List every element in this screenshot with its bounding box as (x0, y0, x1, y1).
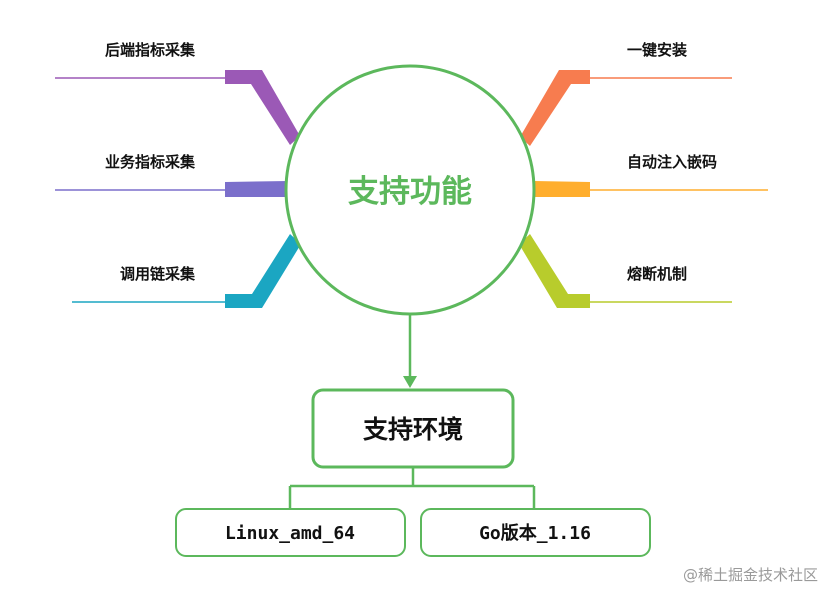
branch-left-1-label: 后端指标采集 (105, 41, 196, 59)
branch-left-3: 调用链采集 (72, 234, 301, 308)
branch-left-3-connector (225, 234, 301, 308)
branch-right-2: 自动注入嵌码 (534, 153, 768, 197)
environment-title: 支持环境 (363, 415, 463, 444)
branch-left-3-label: 调用链采集 (120, 265, 196, 283)
branch-right-1: 一键安装 (520, 41, 732, 146)
down-arrow (403, 314, 417, 388)
branch-left-2-label: 业务指标采集 (105, 153, 196, 171)
branch-left-2-connector (225, 181, 289, 197)
down-arrow-head (403, 376, 417, 388)
env-item-linux-label: Linux_amd_64 (225, 523, 355, 544)
branch-left-1-connector (225, 70, 300, 145)
branch-right-2-label: 自动注入嵌码 (627, 153, 717, 171)
branch-left-2: 业务指标采集 (55, 153, 289, 197)
branch-right-3-connector (519, 234, 590, 308)
watermark-text: @稀土掘金技术社区 (683, 566, 818, 584)
branch-right-2-connector (534, 181, 590, 197)
env-item-go-label: Go版本_1.16 (479, 522, 591, 544)
center-title: 支持功能 (348, 174, 472, 210)
env-item-linux-box (175, 508, 406, 557)
branch-right-1-label: 一键安装 (627, 41, 688, 59)
branch-left-1: 后端指标采集 (55, 41, 300, 145)
env-item-go-box (420, 508, 651, 557)
environment-tree-connector (288, 467, 536, 509)
branch-right-1-connector (520, 70, 590, 146)
branch-right-3-label: 熔断机制 (627, 265, 687, 283)
branch-right-3: 熔断机制 (519, 234, 732, 308)
